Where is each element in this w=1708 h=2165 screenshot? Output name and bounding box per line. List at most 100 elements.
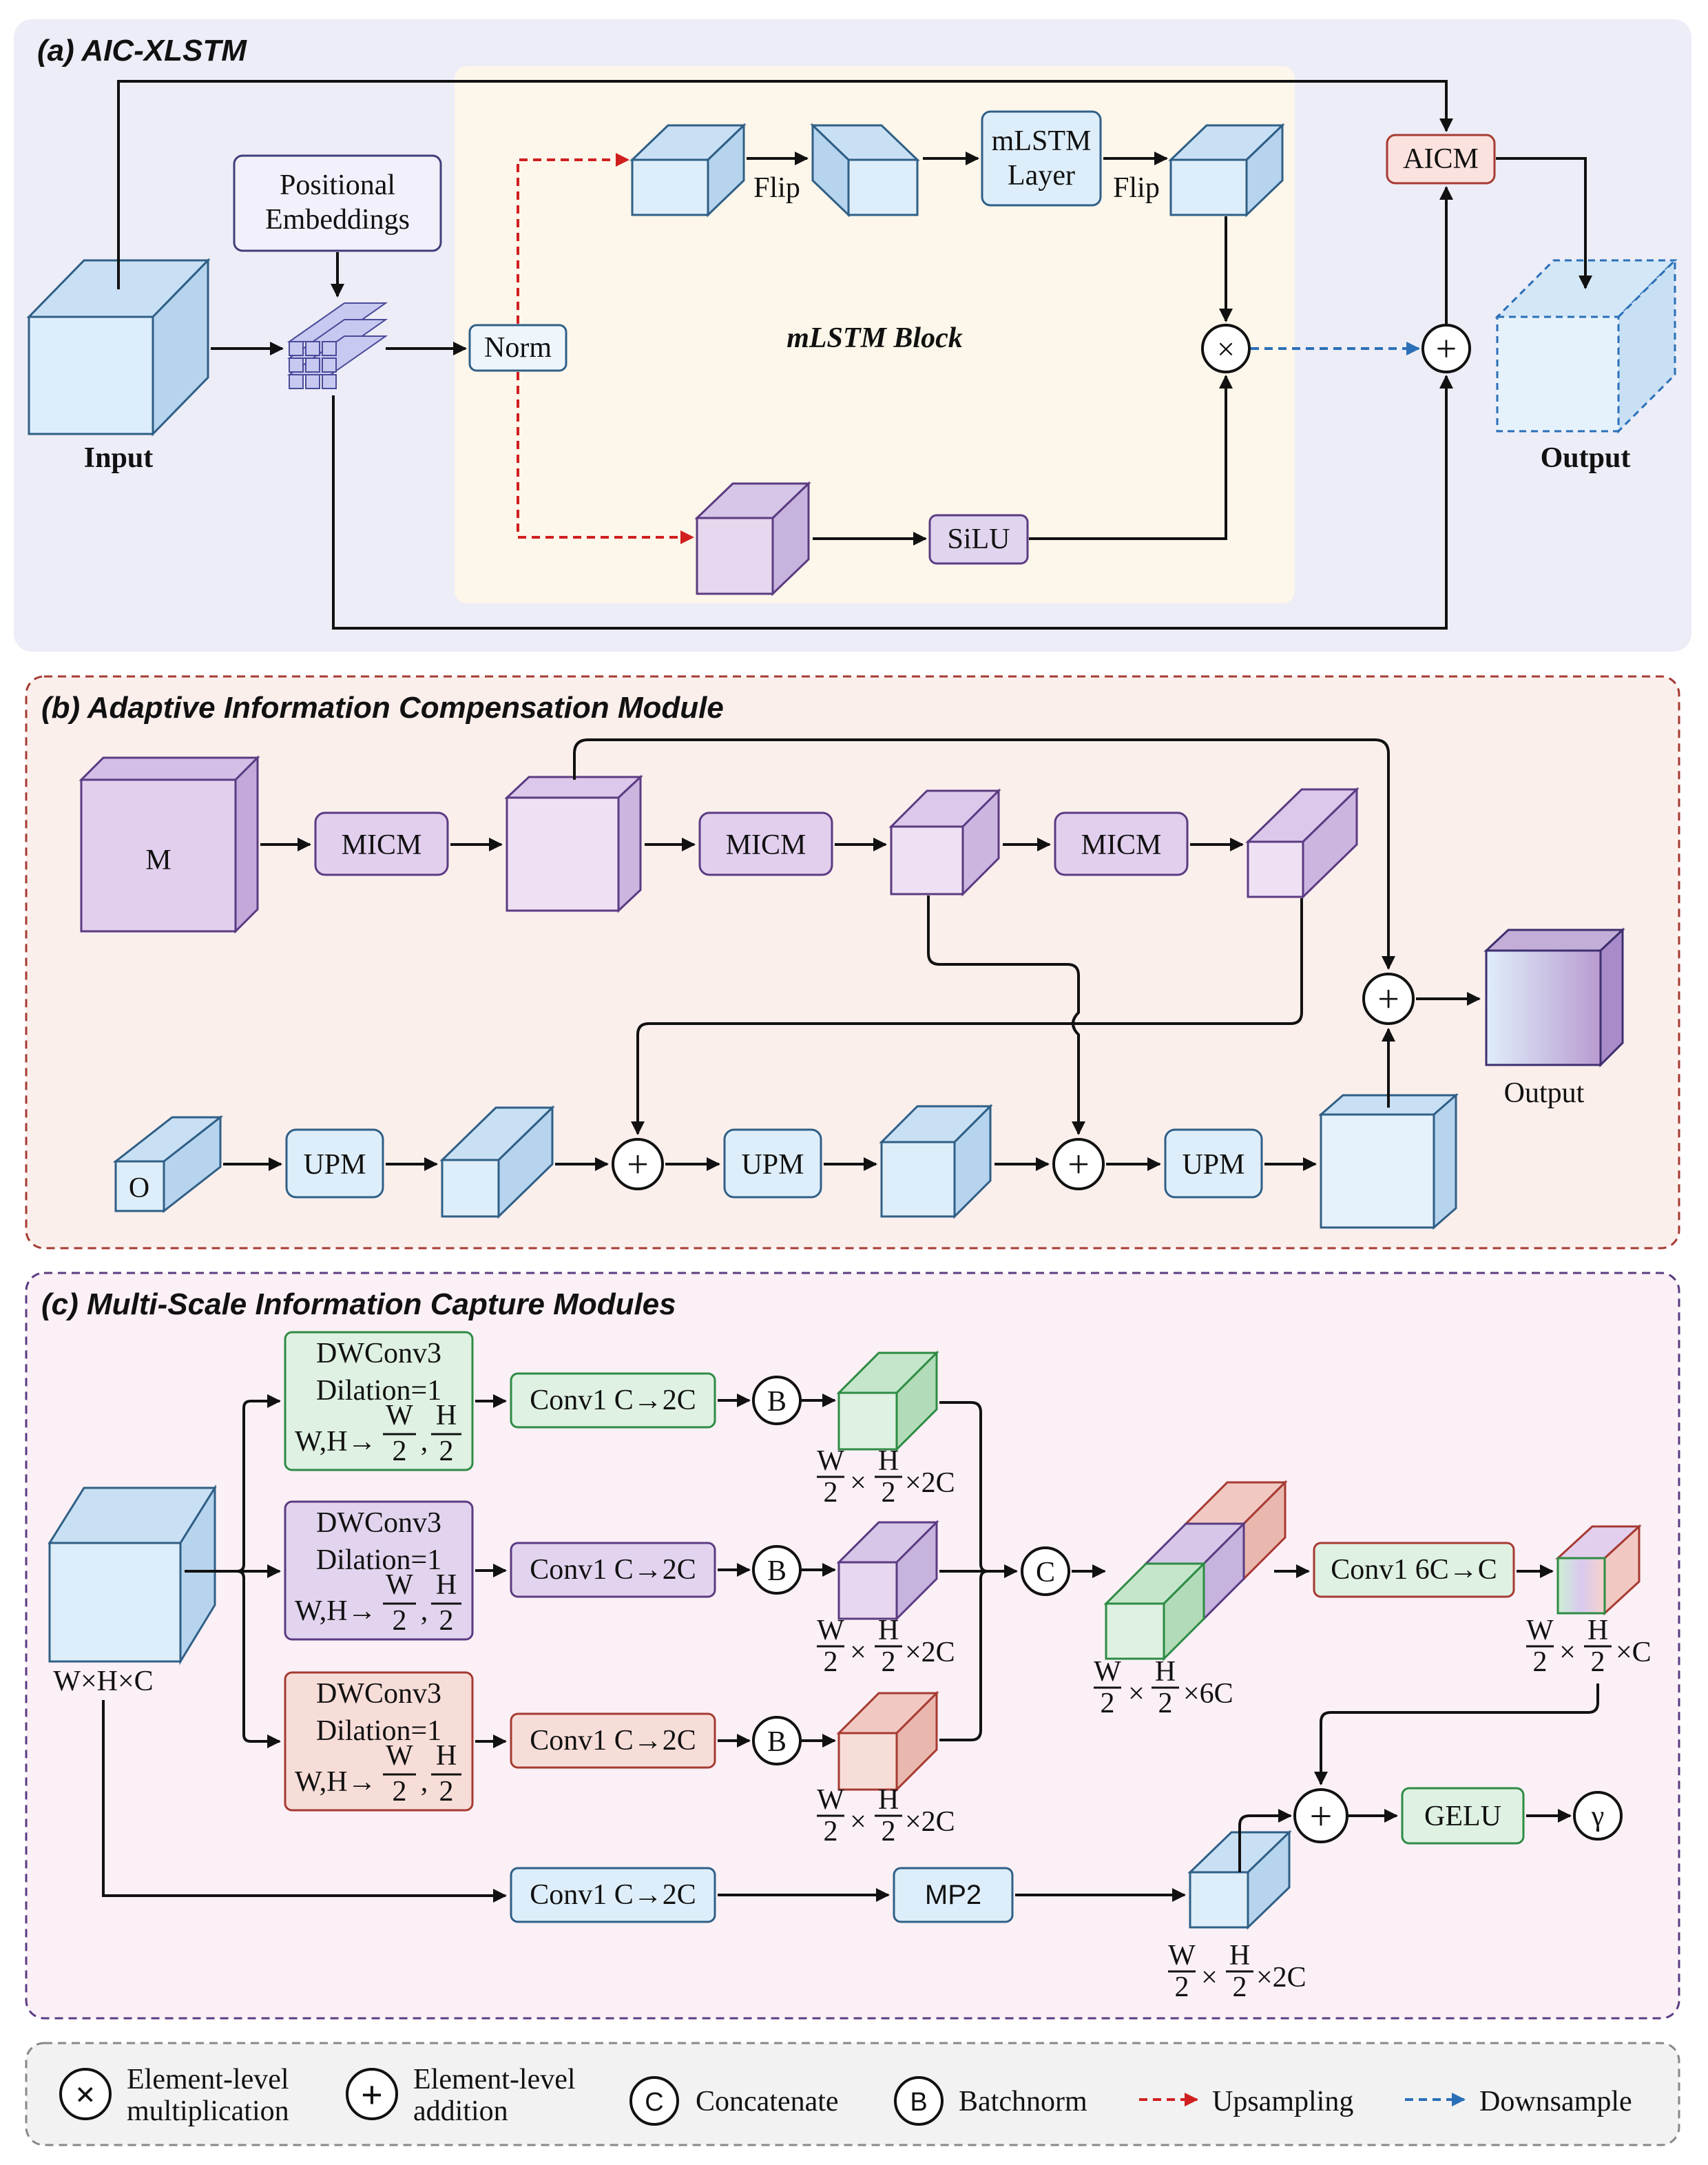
svg-text:×2C: ×2C [905, 1467, 955, 1499]
svg-text:H: H [436, 1740, 457, 1772]
svg-text:2: 2 [1158, 1688, 1173, 1719]
legend-upsampling-label: Upsampling [1212, 2086, 1353, 2117]
top-branch-cube-3 [1168, 123, 1285, 218]
svg-text:H: H [878, 1615, 899, 1646]
svg-text:×: × [850, 1806, 866, 1838]
conv1-box-red [510, 1712, 716, 1769]
multiply-symbol: × [1217, 331, 1235, 366]
concat-node: C [1021, 1546, 1070, 1596]
micm-feature-cube-2 [888, 788, 1001, 897]
svg-text:×2C: ×2C [905, 1637, 955, 1668]
svg-text:W,H→: W,H→ [295, 1426, 377, 1458]
micm-label-2: MICM [726, 829, 806, 861]
svg-text:2: 2 [1101, 1688, 1115, 1719]
conv1-box-green [510, 1372, 716, 1429]
legend-add-label-2: addition [413, 2095, 508, 2127]
batchnorm-node-3: B [752, 1716, 802, 1765]
flip-label-2: Flip [1113, 172, 1160, 204]
svg-text:2: 2 [1175, 1971, 1189, 2003]
micm-box-2 [698, 811, 833, 876]
mp2-label: MP2 [925, 1880, 981, 1910]
svg-text:×: × [850, 1467, 866, 1499]
multiply-node [1201, 324, 1251, 373]
add-node-b-1 [612, 1138, 664, 1190]
conv1-label-purple: Conv1 C→2C [530, 1554, 696, 1586]
aicm-label: AICM [1403, 143, 1479, 175]
legend-add-label-1: Element-level [413, 2064, 576, 2095]
svg-text:DWConv3: DWConv3 [316, 1507, 441, 1539]
micm-feature-cube-1 [504, 774, 643, 913]
norm-box [468, 324, 567, 372]
add-symbol-c: + [1310, 1794, 1333, 1838]
gelu-box [1401, 1787, 1525, 1845]
conv1-6c-box [1313, 1542, 1515, 1598]
svg-text:×: × [850, 1637, 866, 1668]
norm-label: Norm [484, 332, 552, 364]
add-symbol-b-2: + [1068, 1143, 1090, 1186]
mp2-box [893, 1867, 1014, 1923]
svg-text:×2C: ×2C [1256, 1962, 1306, 1993]
svg-text:B: B [767, 1726, 787, 1758]
concat-stack-cube [1103, 1480, 1288, 1661]
svg-text:W: W [817, 1615, 844, 1646]
panel-b-connectors [223, 738, 1481, 1171]
cube-m-label: M [145, 845, 171, 876]
add-node-b-2 [1052, 1138, 1105, 1190]
batchnorm-node-1: B [752, 1376, 802, 1425]
add-symbol-b-top: + [1377, 978, 1399, 1021]
positional-embeddings-line2: Embeddings [265, 204, 410, 236]
svg-text:+: + [361, 2074, 383, 2117]
svg-text:W: W [386, 1569, 413, 1601]
upm-box-3 [1164, 1128, 1263, 1199]
upm-box-1 [285, 1128, 384, 1199]
dwconv-box-green: DWConv3 Dilation=1 W,H→ W 2 , H 2 [284, 1331, 474, 1471]
upm-feature-cube-2 [879, 1104, 993, 1219]
svg-text:×: × [1201, 1962, 1218, 1993]
svg-text:×2C: ×2C [905, 1806, 955, 1838]
svg-text:×C: ×C [1616, 1637, 1652, 1668]
dim-label-concat: W 2 × H 2 ×6C [1094, 1656, 1233, 1719]
legend: × Element-level multiplication + Element… [59, 2064, 1632, 2127]
panel-b-title: (b) Adaptive Information Compensation Mo… [41, 691, 724, 725]
svg-text:2: 2 [824, 1646, 838, 1678]
add-node-a [1421, 324, 1471, 373]
dim-label-branch-2: W 2 × H 2 ×2C [817, 1615, 955, 1678]
output-cube-b [1483, 927, 1625, 1068]
mlstm-layer-box [981, 110, 1102, 207]
upm-label-3: UPM [1182, 1149, 1244, 1181]
upm-label-2: UPM [741, 1149, 804, 1181]
svg-text:2: 2 [824, 1477, 838, 1509]
output-cube-a [1494, 258, 1678, 434]
cube-o-label: O [129, 1172, 149, 1204]
output-label-a: Output [1541, 442, 1631, 474]
dwconv-box-red: DWConv3 Dilation=1 W,H→ W 2 , H 2 [284, 1671, 474, 1812]
svg-text:2: 2 [439, 1605, 454, 1637]
legend-concat-icon: C [629, 2076, 679, 2126]
svg-text:B: B [767, 1386, 787, 1418]
bottom-branch-cube [694, 481, 811, 597]
upm-feature-cube-3 [1318, 1092, 1459, 1230]
svg-text:B: B [767, 1555, 787, 1587]
mlstm-layer-line2: Layer [1008, 160, 1075, 191]
legend-add-icon: + [346, 2068, 398, 2120]
legend-downsample-label: Downsample [1479, 2086, 1632, 2117]
svg-text:×: × [1128, 1678, 1145, 1710]
silu-label: SiLU [947, 524, 1010, 555]
panel-c-connectors [102, 1394, 1599, 1903]
svg-text:H: H [1587, 1615, 1608, 1646]
top-branch-cube-2 [810, 123, 920, 218]
svg-text:H: H [878, 1784, 899, 1816]
svg-text:W,H→: W,H→ [295, 1595, 377, 1627]
legend-background [25, 2042, 1680, 2146]
svg-text:B: B [910, 2088, 927, 2117]
svg-text:C: C [1036, 1557, 1055, 1588]
svg-text:γ: γ [1591, 1801, 1605, 1832]
upm-feature-cube-1 [439, 1105, 555, 1219]
svg-text:Dilation=1: Dilation=1 [316, 1375, 441, 1407]
svg-text:W,H→: W,H→ [295, 1766, 377, 1798]
svg-text:H: H [1229, 1940, 1250, 1971]
input-label: Input [84, 442, 153, 474]
top-branch-cube-1 [629, 123, 747, 218]
batchnorm-node-2: B [752, 1545, 802, 1595]
svg-text:2: 2 [393, 1776, 407, 1807]
